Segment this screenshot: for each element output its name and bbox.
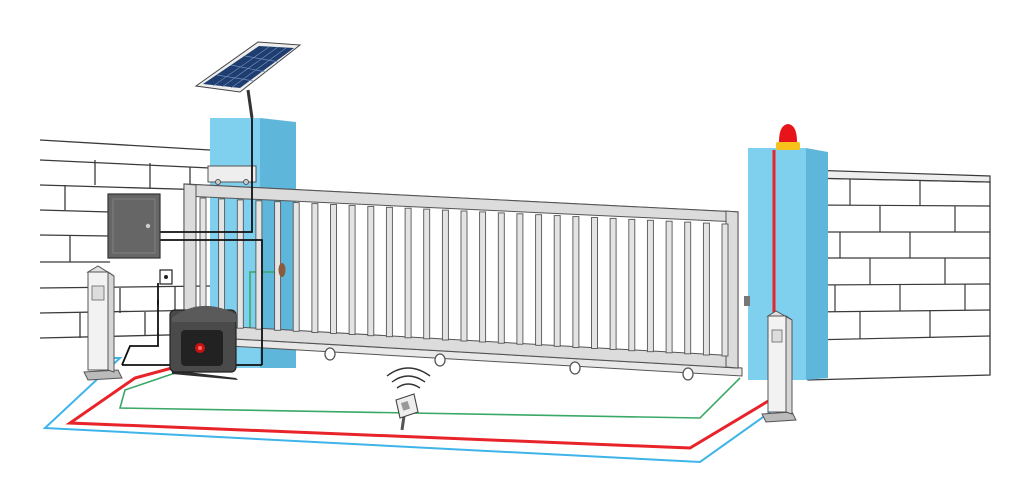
left-brick-wall (39, 139, 211, 339)
gate-guide-bracket (207, 165, 257, 185)
gate-wheels (324, 347, 694, 381)
gate-lock-icon (278, 263, 286, 277)
sensor-loop-wire (118, 271, 741, 419)
photocell-post-left-icon (83, 265, 123, 381)
gate-bar (609, 217, 617, 350)
sliding-gate-icon (183, 183, 750, 381)
gate-bar (311, 203, 319, 333)
warning-lamp-icon (776, 124, 800, 150)
gate-bar (497, 212, 505, 344)
right-brick-wall (807, 169, 991, 381)
gate-bar (721, 223, 729, 357)
gate-bar (367, 205, 375, 337)
gate-bar (553, 215, 561, 347)
gate-bar (255, 200, 263, 330)
gate-bar (591, 217, 598, 349)
gate-bar (479, 211, 487, 343)
gate-bar (385, 206, 393, 338)
gate-bar (646, 219, 654, 353)
gate-stopper (744, 296, 750, 306)
gate-bar (348, 204, 356, 335)
gate-bar (628, 218, 636, 352)
wireless-keypad-icon (386, 367, 431, 431)
gate-bar (702, 222, 710, 356)
gate-bar (441, 209, 449, 341)
gate-bar (236, 199, 244, 329)
gate-bar (572, 216, 580, 348)
gate-bar (423, 208, 431, 340)
power-wire (121, 118, 263, 366)
gate-bar (516, 213, 524, 345)
control-box-icon (107, 193, 161, 259)
solar-panel-icon (194, 41, 302, 119)
gate-bar (404, 207, 412, 339)
gate-bar (665, 220, 673, 354)
gate-bar (535, 214, 543, 346)
gate-bar (460, 210, 468, 342)
photocell-post-right-icon (761, 310, 797, 423)
photocell-wire (42, 357, 781, 464)
gate-bar (292, 202, 300, 332)
gate-bar (330, 204, 337, 334)
gate-motor-icon (169, 305, 238, 380)
power-outlet-icon (159, 269, 173, 285)
gate-bar (684, 221, 692, 355)
gate-bars (199, 197, 729, 357)
